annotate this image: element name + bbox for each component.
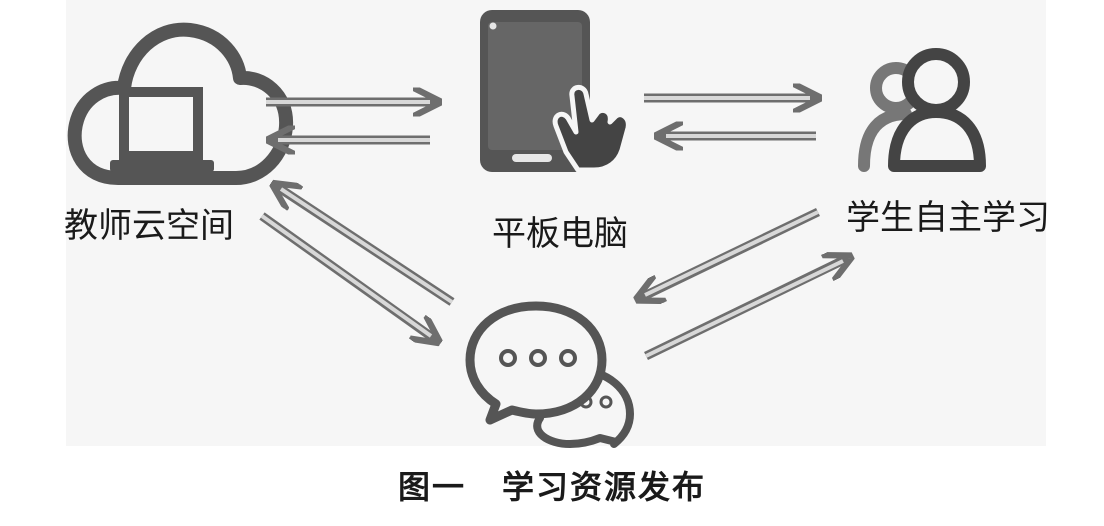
arrows [259, 98, 848, 361]
arrow-chat-to-teacher [276, 186, 455, 306]
arrow-chat-to-student [644, 258, 848, 361]
arrow-student-to-chat [640, 207, 820, 298]
arrow-teacher-to-chat [259, 212, 436, 340]
node-label-tablet: 平板电脑 [492, 214, 628, 254]
chat-bubbles-icon [465, 301, 634, 448]
figure-number: 图一 [397, 468, 466, 506]
figure-title: 学习资源发布 [502, 468, 707, 506]
node-label-student-learning: 学生自主学习 [846, 198, 1050, 238]
figure-caption: 图一学习资源发布 [0, 462, 1104, 508]
tablet-touch-icon [480, 10, 631, 173]
users-icon [858, 48, 986, 172]
node-label-teacher-space: 教师云空间 [64, 206, 234, 246]
